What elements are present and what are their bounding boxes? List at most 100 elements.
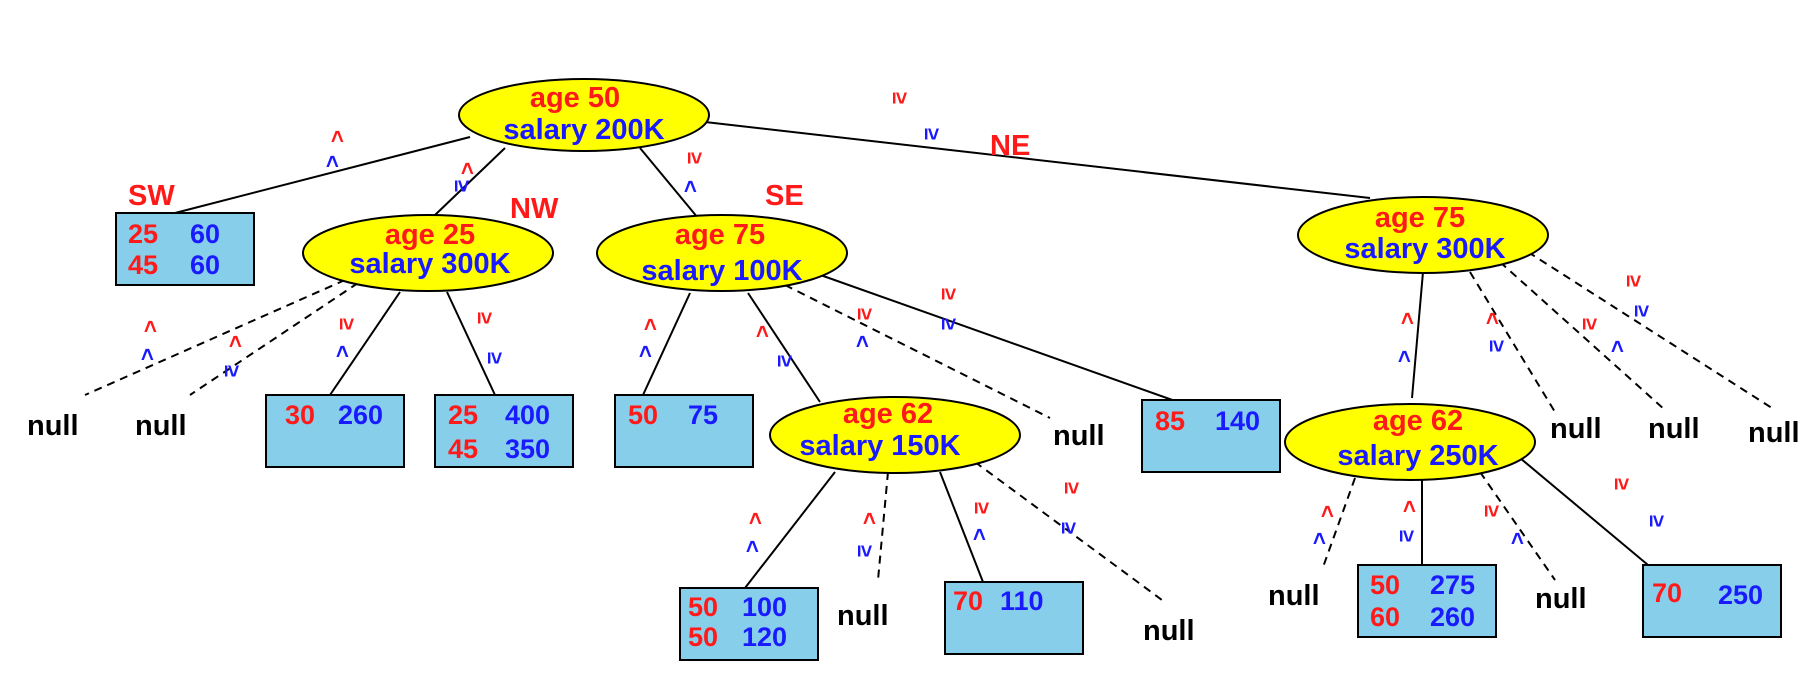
leaf-nenene-age-1: 70 — [1652, 578, 1682, 608]
leaf-se-sw: 50 75 — [614, 394, 754, 468]
node-root-salary: salary 200K — [503, 114, 664, 146]
leaf-se-ne: 85 140 — [1141, 399, 1281, 473]
null-label: null — [1748, 417, 1800, 449]
symbol-lt: < — [135, 348, 160, 361]
node-sese-salary: salary 150K — [799, 430, 960, 462]
symbol-lt: < — [1392, 350, 1417, 363]
symbol-lt: < — [138, 320, 163, 333]
symbol-lt: < — [857, 512, 882, 525]
symbol-ge: ≥ — [853, 308, 878, 320]
edge-nene-ne — [1519, 457, 1649, 566]
leaf-sesesw-age-2: 50 — [688, 622, 718, 652]
symbol-lt: < — [633, 345, 658, 358]
node-nw: age 25 salary 300K — [302, 214, 554, 292]
node-se-se: age 62 salary 150K — [769, 396, 1021, 474]
edge-sese-sw — [744, 471, 836, 589]
symbol-lt: < — [638, 318, 663, 331]
quadrant-label-sw: SW — [128, 180, 175, 212]
leaf-sw: 25 60 45 60 — [115, 212, 255, 286]
edge-root-sw — [174, 136, 471, 214]
leaf-nenenw-salary-1: 275 — [1430, 570, 1475, 600]
symbol-ge: ≥ — [937, 318, 962, 330]
leaf-nenene-salary-1: 250 — [1718, 580, 1763, 610]
node-root-age: age 50 — [530, 82, 620, 114]
leaf-nenenw-age-1: 50 — [1370, 570, 1400, 600]
node-ne-age: age 75 — [1375, 202, 1465, 234]
edge-se-nw — [747, 292, 821, 403]
symbol-ge: ≥ — [473, 312, 498, 324]
edge-root-se — [639, 147, 699, 219]
edge-nw-sw2 — [189, 282, 359, 396]
node-se-salary: salary 100K — [641, 255, 802, 287]
symbol-lt: < — [330, 345, 355, 358]
symbol-ge: ≥ — [853, 545, 878, 557]
node-se-age: age 75 — [675, 219, 765, 251]
edge-sese-ne — [974, 461, 1163, 601]
edge-nw-ne — [446, 291, 496, 396]
null-label: null — [1143, 615, 1195, 647]
symbol-lt: < — [743, 512, 768, 525]
node-nw-salary: salary 300K — [349, 248, 510, 280]
symbol-lt: < — [967, 528, 992, 541]
edge-root-nw — [434, 147, 506, 216]
symbol-lt: < — [740, 540, 765, 553]
edge-ne-ne2 — [1527, 251, 1776, 411]
symbol-ge: ≥ — [1578, 318, 1603, 330]
leaf-sese-sw: 50 100 50 120 — [679, 587, 819, 661]
leaf-sese-se: 70 110 — [944, 581, 1084, 655]
edge-sese-se — [939, 471, 984, 583]
leaf-nw-se: 30 260 — [265, 394, 405, 468]
symbol-lt: < — [1505, 532, 1530, 545]
leaf-sene-age-1: 85 — [1155, 406, 1185, 436]
quadrant-label-nw: NW — [510, 193, 559, 225]
null-label: null — [1648, 413, 1700, 445]
leaf-sw-age-1: 25 — [128, 219, 158, 249]
leaf-sesesw-salary-2: 120 — [742, 622, 787, 652]
symbol-lt: < — [1397, 500, 1422, 513]
edges — [84, 121, 1776, 601]
symbol-ge: ≥ — [937, 288, 962, 300]
edge-se-sw — [642, 292, 691, 396]
quadrant-label-se: SE — [765, 180, 804, 212]
symbol-ge: ≥ — [220, 365, 245, 377]
node-nene-age: age 62 — [1373, 405, 1463, 437]
null-label: null — [27, 410, 79, 442]
leaf-nwne-age-1: 25 — [448, 400, 478, 430]
null-label: null — [1535, 583, 1587, 615]
leaf-sesesw-salary-1: 100 — [742, 592, 787, 622]
symbol-ge: ≥ — [1630, 305, 1655, 317]
node-nw-age: age 25 — [385, 219, 475, 251]
symbol-ge: ≥ — [773, 355, 798, 367]
leaf-sw-salary-2: 60 — [190, 250, 220, 280]
node-root: age 50 salary 200K — [458, 78, 710, 152]
leaf-sesw-age-1: 50 — [628, 400, 658, 430]
leaf-nenenw-salary-2: 260 — [1430, 602, 1475, 632]
leaf-nwne-salary-2: 350 — [505, 434, 550, 464]
null-label: null — [1053, 420, 1105, 452]
symbol-ge: ≥ — [683, 152, 708, 164]
edge-ne-nw — [1411, 271, 1424, 399]
symbol-ge: ≥ — [1645, 515, 1670, 527]
leaf-nwse-salary-1: 260 — [338, 400, 383, 430]
symbol-ge: ≥ — [1622, 275, 1647, 287]
leaf-nenenw-age-2: 60 — [1370, 602, 1400, 632]
leaf-sesese-salary-1: 110 — [1000, 586, 1044, 616]
leaf-nw-ne: 25 400 45 350 — [434, 394, 574, 468]
edge-sese-nw — [877, 471, 889, 581]
symbol-ge: ≥ — [1610, 478, 1635, 490]
leaf-sesesw-age-1: 50 — [688, 592, 718, 622]
symbol-ge: ≥ — [1485, 340, 1510, 352]
symbol-lt: < — [850, 335, 875, 348]
symbol-lt: < — [1480, 312, 1505, 325]
symbol-lt: < — [1395, 312, 1420, 325]
leaf-sesw-salary-1: 75 — [688, 400, 718, 430]
leaf-nwne-salary-1: 400 — [505, 400, 550, 430]
leaf-nwse-age-1: 30 — [285, 400, 315, 430]
null-label: null — [1550, 413, 1602, 445]
symbol-ge: ≥ — [483, 352, 508, 364]
edge-nw-se — [329, 291, 401, 396]
leaf-nene-ne: 70 250 — [1642, 564, 1782, 638]
edge-ne-ne — [1499, 261, 1666, 411]
symbol-ge: ≥ — [920, 128, 945, 140]
